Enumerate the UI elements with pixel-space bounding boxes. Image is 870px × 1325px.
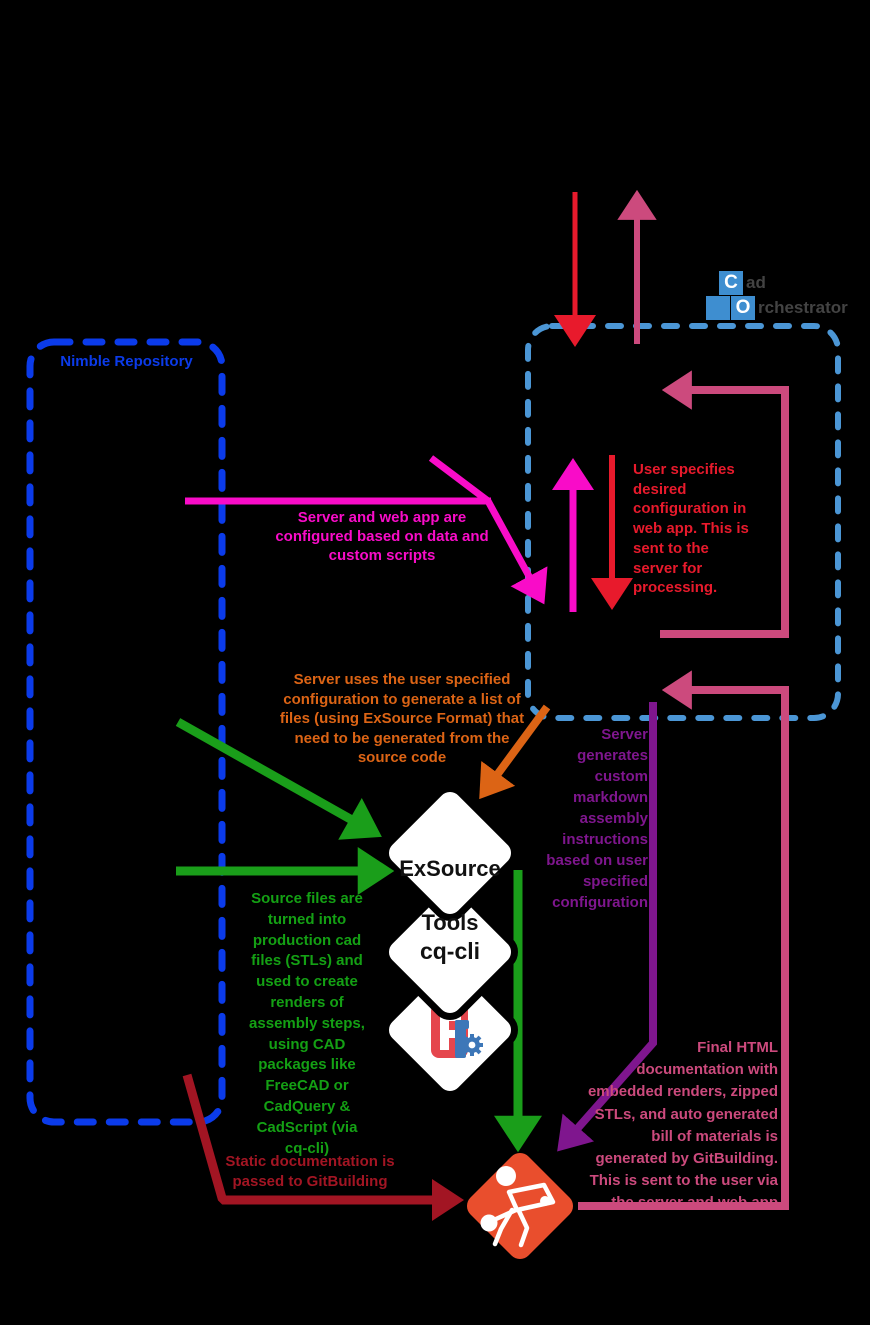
arrow-server-to-exsource bbox=[479, 704, 551, 800]
note-source-files: Source files are turned into production … bbox=[249, 890, 365, 1157]
cad-orchestrator-box bbox=[525, 323, 841, 721]
gitbuilding-node bbox=[466, 1152, 574, 1260]
arrow-server-to-webapp-loop bbox=[660, 370, 789, 638]
arrow-config-to-server bbox=[428, 455, 548, 605]
note-user-config: User specifies desired configuration in … bbox=[633, 461, 749, 597]
note-server-webapp-config: Server and web app are configured based … bbox=[275, 509, 489, 564]
arrow-server-to-gitbuilding bbox=[557, 702, 657, 1152]
logo-text-rchestrator: rchestrator bbox=[758, 298, 848, 317]
logo-square-blank bbox=[706, 296, 730, 320]
cq-cli-label: cq-cli bbox=[419, 938, 481, 964]
note-markdown-instructions: Server generates custom markdown assembl… bbox=[546, 726, 648, 911]
exsource-tools-label: ExSource Tools bbox=[385, 828, 515, 936]
gitbuilding-logo bbox=[480, 1166, 556, 1248]
logo-square-c: C bbox=[719, 271, 743, 295]
cad-orchestrator-logo: C ad O rchestrator bbox=[706, 271, 848, 321]
logo-text-ad: ad bbox=[746, 273, 766, 292]
note-static-docs: Static documentation is passed to GitBui… bbox=[225, 1153, 395, 1190]
note-exsource-list: Server uses the user specified configura… bbox=[279, 671, 525, 766]
arrow-gitbuilding-to-server bbox=[578, 670, 789, 1210]
exsource-line2: Tools bbox=[421, 910, 479, 935]
cq-cli-node bbox=[382, 884, 518, 1020]
freecad-node bbox=[382, 962, 518, 1098]
note-final-html: Final HTML documentation with embedded r… bbox=[587, 1039, 778, 1212]
exsource-line1: ExSource bbox=[399, 856, 501, 881]
logo-row-orchestrator: O rchestrator bbox=[706, 296, 848, 320]
exsource-tools-node bbox=[382, 785, 518, 921]
nimble-repository-box bbox=[26, 338, 226, 1126]
arrow-staticdocs-to-gitbuilding bbox=[182, 1073, 464, 1221]
logo-square-o: O bbox=[731, 296, 755, 320]
arrow-nimble-to-exsource-diag bbox=[175, 718, 382, 840]
nimble-repository-label: Nimble Repository bbox=[60, 353, 193, 370]
logo-row-cad: C ad bbox=[719, 271, 848, 295]
